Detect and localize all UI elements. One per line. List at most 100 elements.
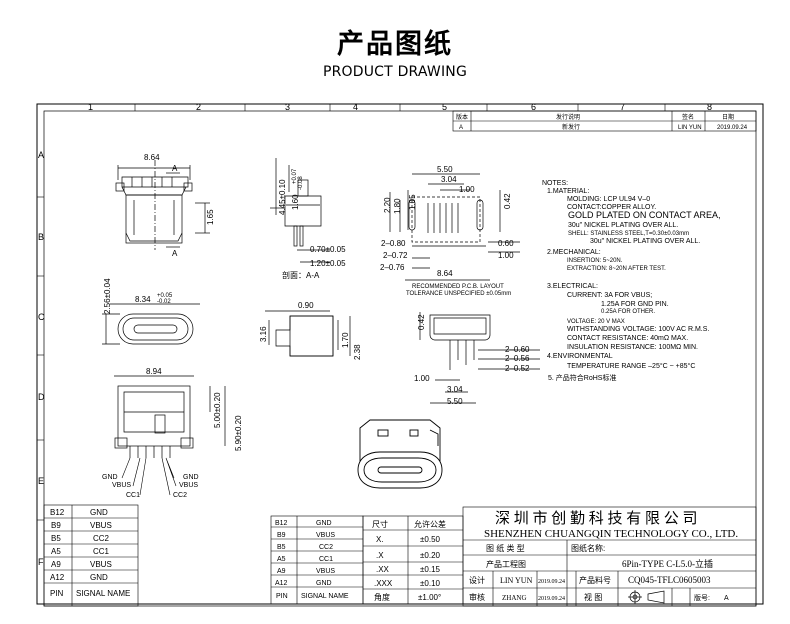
part-number: CQ045-TFLC0605003	[628, 575, 711, 585]
note-line: 3.ELECTRICAL:	[547, 283, 598, 290]
rev-header: 签名	[682, 113, 694, 121]
check-date: 2019.09.24	[538, 596, 565, 602]
pin-id: PIN	[276, 593, 288, 600]
note-line: CONTACT:COPPER ALLOY.	[567, 204, 656, 211]
note-line: VOLTAGE: 20 V MAX	[567, 319, 625, 325]
pin-label: CC2	[173, 492, 187, 499]
checker: ZHANG	[502, 594, 527, 602]
pin-signal: CC1	[93, 547, 110, 556]
pin-id: PIN	[50, 589, 64, 598]
row-letter: B	[38, 232, 44, 242]
tb-label: 图纸名称:	[571, 543, 605, 553]
col-number: 5	[442, 102, 447, 112]
company-name-en: SHENZHEN CHUANGQIN TECHNOLOGY CO., LTD.	[484, 528, 738, 540]
dim-label: 1.00	[414, 374, 430, 383]
dim-label: 2–0.72	[383, 251, 408, 260]
tol-dim: .X	[376, 551, 384, 560]
rev-value: LIN YUN	[678, 125, 702, 131]
pin-label: CC1	[126, 492, 140, 499]
projection-symbol	[628, 590, 665, 604]
pin-signal: VBUS	[316, 568, 335, 575]
pin-signal: GND	[90, 508, 108, 517]
dim-label: +0.07	[292, 168, 298, 184]
col-number: 4	[353, 102, 358, 112]
title-block-text: 深 圳 市 创 勤 科 技 有 限 公 司 SHENZHEN CHUANGQIN…	[469, 510, 738, 602]
dim-label: 1.60	[291, 194, 300, 210]
pin-signal: VBUS	[90, 560, 112, 569]
pcb-layout-drawing	[389, 173, 520, 281]
pin-id: B5	[51, 534, 61, 543]
pin-table-left	[43, 504, 139, 607]
dim-label: 1.65	[206, 209, 215, 225]
pin-label: VBUS	[112, 482, 131, 489]
note-line: TEMPERATURE RANGE –25°C ~ +85°C	[567, 362, 695, 370]
side-view-drawing	[265, 310, 351, 357]
pin-signal: GND	[90, 573, 108, 582]
page-title-en: PRODUCT DRAWING	[322, 64, 468, 80]
note-line: GOLD PLATED ON CONTACT AREA,	[568, 210, 721, 220]
tb-label: 设计	[469, 575, 485, 585]
rev-value: 新发行	[562, 123, 580, 131]
dim-label: -0.08	[298, 176, 304, 190]
col-number: 2	[196, 102, 201, 112]
dim-label: 3.16	[259, 326, 268, 342]
pin-label: VBUS	[179, 482, 198, 489]
dim-label: 1.00	[459, 185, 475, 194]
rev-header: 版本	[456, 113, 468, 121]
pcb-caption: RECOMMENDED P.C.B. LAYOUT	[412, 284, 504, 290]
dim-label: 8.64	[144, 153, 160, 162]
note-line: MOLDING: LCP UL94 V–0	[567, 196, 650, 203]
column-numbers: 1 2 3 4 5 6 7 8	[88, 102, 712, 112]
rev-header: 发行说明	[556, 113, 580, 121]
col-number: 6	[531, 102, 536, 112]
company-name-cn: 深 圳 市 创 勤 科 技 有 限 公 司	[495, 510, 698, 527]
section-view-drawing	[270, 158, 330, 263]
row-letter: D	[38, 392, 45, 402]
note-line: INSULATION RESISTANCE: 100MΩ MIN.	[567, 344, 698, 351]
rev-value: A	[459, 125, 463, 131]
plug-bottom-drawing	[419, 312, 540, 404]
pin-id: A5	[51, 547, 61, 556]
dim-label: 8.94	[146, 367, 162, 376]
dim-label: +0.05	[157, 293, 173, 299]
dim-label: 5.50	[437, 165, 453, 174]
tol-dim: .XX	[376, 565, 390, 574]
section-mark: A	[172, 249, 178, 258]
dim-label: 3.04	[447, 385, 463, 394]
port-opening-drawing	[102, 303, 200, 345]
dim-label: 0.42	[503, 193, 512, 209]
revision-text: 版本 发行说明 签名 日期 A 新发行 LIN YUN 2019.09.24	[456, 113, 748, 131]
col-number: 7	[620, 102, 625, 112]
product-name: 6Pin-TYPE C-L5.0-立插	[622, 558, 713, 569]
tb-label: 产品工程图	[486, 559, 526, 569]
dim-label: 5.90±0.20	[234, 415, 243, 451]
dim-label: 5.00±0.20	[213, 392, 222, 428]
row-letter: F	[38, 557, 44, 567]
note-line: SHELL: STAINLESS STEEL,T=0.30±0.03mm	[568, 231, 689, 237]
note-line: INSERTION: 5~20N.	[567, 258, 623, 264]
connector-3d-view	[357, 419, 443, 489]
note-line: 5. 产品符合RoHS标准	[548, 373, 616, 382]
tol-dim: .XXX	[374, 579, 393, 588]
rev-value: 2019.09.24	[717, 125, 748, 131]
tb-label: 审核	[469, 592, 485, 602]
tol-val: ±0.15	[420, 565, 441, 574]
pin-id: A12	[50, 573, 65, 582]
dim-label: 0.42	[417, 314, 426, 330]
tol-val: ±1.00°	[418, 593, 441, 602]
col-number: 8	[707, 102, 712, 112]
dim-label: -0.02	[157, 299, 171, 305]
pin-signal: SIGNAL NAME	[76, 589, 130, 598]
dim-label: 2.38	[353, 344, 362, 360]
section-caption: 剖面：A-A	[282, 270, 320, 280]
tol-header: 尺寸	[372, 519, 388, 529]
tb-label: 版号:	[694, 593, 710, 602]
note-line: 1.MATERIAL:	[547, 188, 589, 195]
row-letter: A	[38, 150, 44, 160]
dim-label: 0.70±0.05	[310, 245, 346, 254]
pin-id: B12	[275, 520, 288, 527]
front-view-drawing	[115, 160, 210, 250]
note-line: 30u" NICKEL PLATING OVER ALL.	[590, 238, 700, 245]
pin-signal: GND	[316, 580, 332, 587]
